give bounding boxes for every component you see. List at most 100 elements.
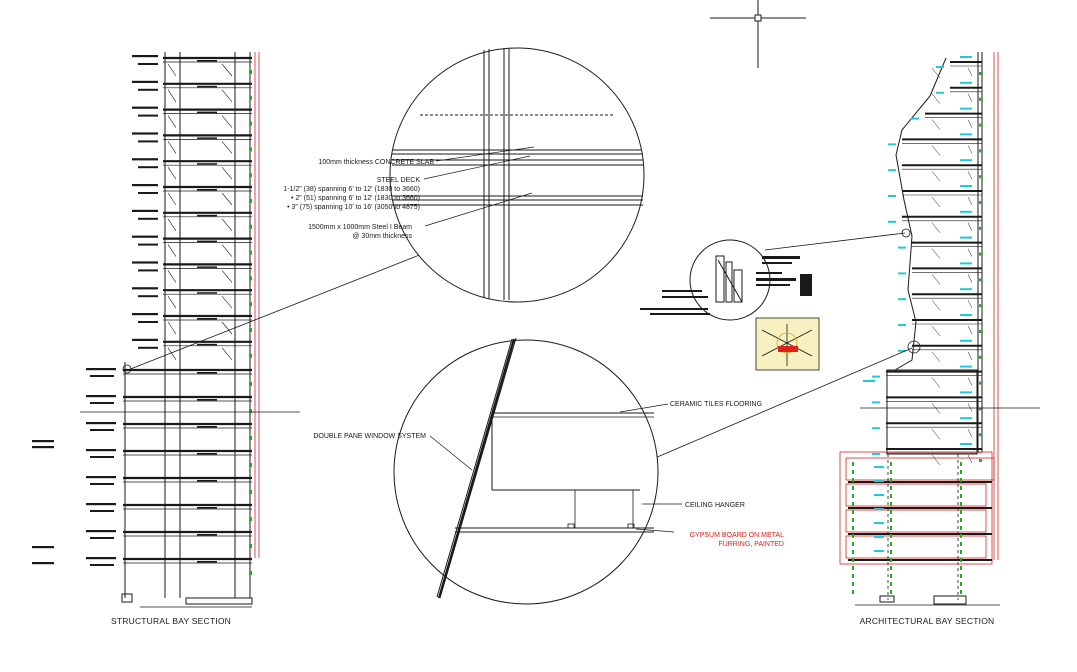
green-marker: [852, 574, 854, 578]
annotation-bar: [32, 546, 54, 549]
green-marker: [890, 542, 892, 546]
drawing-line: [967, 67, 973, 77]
cyan-tag: [960, 339, 972, 342]
drawing-line: [221, 270, 233, 283]
annotation-bar: [197, 189, 217, 191]
green-marker: [249, 70, 252, 74]
annotation-bar: [197, 343, 217, 346]
green-marker: [960, 590, 962, 594]
green-marker: [890, 486, 892, 490]
cyan-tag: [960, 56, 972, 58]
annotation-bar: [90, 564, 114, 566]
drawing-line: [931, 171, 941, 182]
structural-bay-title: STRUCTURAL BAY SECTION: [111, 616, 231, 626]
green-marker: [852, 558, 854, 562]
annotation-bar: [138, 269, 158, 272]
cyan-tag: [874, 466, 884, 468]
cyan-tag: [960, 107, 972, 110]
drawing-line: [167, 321, 177, 335]
green-marker: [852, 494, 854, 498]
annotation-bar: [132, 235, 158, 238]
cyan-tag: [960, 288, 972, 291]
annotation-bar: [197, 561, 217, 563]
structural-bay-section: [32, 52, 300, 608]
green-marker: [249, 517, 252, 521]
green-marker: [890, 558, 892, 562]
green-marker: [960, 518, 962, 522]
cyan-tag: [874, 522, 884, 524]
green-marker: [960, 558, 962, 562]
crosshair-cursor-icon: [710, 0, 806, 68]
green-marker: [960, 542, 962, 546]
red-frame: [845, 483, 987, 507]
facade-outline: [894, 57, 947, 371]
drawing-line: [967, 300, 973, 309]
drawing-line: [931, 351, 941, 362]
annotation-bar: [90, 375, 114, 377]
annotation-bar: [138, 114, 158, 117]
cyan-tag: [888, 220, 896, 223]
annotation-bar: [132, 338, 158, 341]
annotation-bar: [197, 111, 217, 114]
drawing-line: [931, 325, 941, 337]
annotation-bar: [138, 243, 158, 246]
green-marker: [890, 582, 892, 586]
annotation-bar: [197, 137, 217, 139]
green-marker: [979, 97, 982, 101]
annotation-bar: [86, 530, 116, 533]
green-marker: [249, 199, 252, 203]
drawing-line: [221, 218, 233, 231]
drawing-line: [931, 196, 941, 208]
green-marker: [979, 149, 982, 153]
drawing-line: [167, 89, 177, 102]
green-marker: [249, 544, 252, 548]
green-marker: [979, 72, 982, 75]
cyan-tag: [874, 480, 884, 482]
annotation-bar: [90, 429, 114, 431]
green-marker: [890, 566, 892, 570]
annotation-bar: [132, 106, 158, 109]
footing: [185, 597, 253, 605]
annotation-bar: [197, 426, 217, 428]
annotation-bar: [90, 510, 114, 512]
cyan-tag: [872, 427, 880, 430]
green-marker: [249, 490, 252, 494]
cyan-tag: [863, 380, 875, 382]
annotation-bar: [138, 140, 158, 143]
green-marker: [960, 534, 962, 538]
green-marker: [960, 566, 962, 570]
red-frame: [845, 457, 995, 481]
drawing-line: [967, 145, 973, 154]
green-marker: [979, 278, 982, 282]
green-marker: [890, 534, 892, 538]
annotation-bar: [197, 372, 217, 374]
detail-circle-window-floor: CERAMIC TILES FLOORING DOUBLE PANE WINDO…: [313, 337, 784, 605]
annotation-bar: [197, 399, 217, 401]
cyan-tag: [960, 159, 972, 162]
annotation-bar: [86, 395, 116, 398]
cyan-tag: [960, 391, 972, 394]
drawing-line: [931, 454, 941, 466]
green-marker: [852, 502, 854, 506]
green-marker: [249, 302, 252, 307]
green-marker: [249, 436, 252, 440]
annotation-bar: [32, 562, 54, 565]
drawing-line: [967, 222, 973, 231]
green-marker: [249, 250, 252, 255]
annotation-bar: [132, 261, 158, 264]
drawing-line: [221, 347, 233, 360]
green-marker: [890, 502, 892, 506]
steel-deck-line-1: 1-1/2" (38) spanning 6' to 12' (1830 to …: [283, 186, 420, 193]
drawing-line: [167, 63, 177, 77]
green-marker: [979, 123, 982, 127]
green-marker: [960, 470, 962, 474]
green-marker: [852, 550, 854, 554]
cyan-tag: [936, 91, 944, 94]
drawing-line: [931, 274, 941, 285]
drawing-line: [931, 377, 941, 388]
annotation-bar: [86, 422, 116, 425]
cyan-tag: [898, 272, 906, 275]
cyan-tag: [960, 365, 972, 368]
green-marker: [852, 526, 854, 530]
